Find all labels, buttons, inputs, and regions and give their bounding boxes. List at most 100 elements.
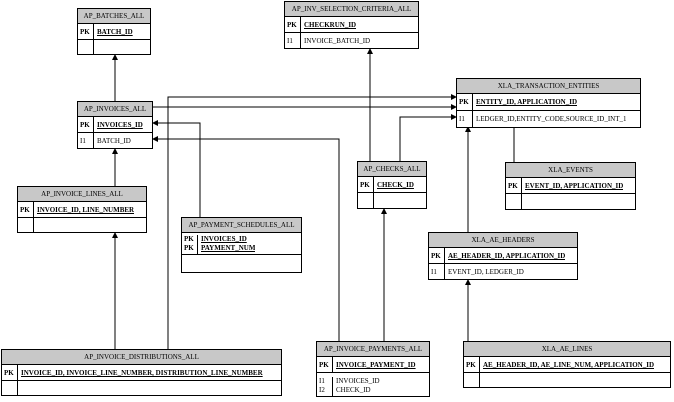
pk-field: CHECK_ID (377, 181, 414, 189)
attr-empty (94, 40, 97, 55)
fk-row: I1 EVENT_ID, LEDGER_ID (429, 264, 577, 280)
fk-tag: I1 I2 (317, 377, 333, 397)
pk-tag: PK (358, 177, 374, 192)
pk-field-2: PAYMENT_NUM (201, 244, 256, 252)
fk-field: EVENT_ID, LEDGER_ID (448, 268, 524, 276)
attr-tag-empty (2, 381, 18, 396)
attr-row-empty (506, 194, 635, 210)
entity-title: XLA_TRANSACTION_ENTITIES (457, 79, 640, 94)
pk-field: AE_HEADER_ID, AE_LINE_NUM, APPLICATION_I… (483, 361, 655, 369)
rel-distributions-to-xte (167, 94, 457, 349)
pk-row: PK ENTITY_ID, APPLICATION_ID (457, 94, 640, 111)
fk-tag-2: I2 (319, 386, 325, 394)
pk-field-1: INVOICES_ID (201, 235, 247, 243)
entity-xla-events[interactable]: XLA_EVENTS PK EVENT_ID, APPLICATION_ID (505, 162, 636, 210)
pk-tag: PK (464, 357, 480, 372)
entity-title: AP_INV_SELECTION_CRITERIA_ALL (285, 2, 418, 17)
pk-field: INVOICE_ID, LINE_NUMBER (37, 206, 135, 214)
entity-title: XLA_EVENTS (506, 163, 635, 178)
rel-checks-to-xte (399, 114, 457, 161)
entity-ap-inv-selection-criteria-all[interactable]: AP_INV_SELECTION_CRITERIA_ALL PK CHECKRU… (284, 1, 419, 49)
fk-field: BATCH_ID (97, 137, 131, 145)
fk-row: I1 INVOICE_BATCH_ID (285, 33, 418, 49)
pk-field: INVOICE_ID, INVOICE_LINE_NUMBER, DISTRIB… (21, 369, 263, 377)
pk-tag: PK (285, 17, 301, 32)
attr-row-empty (464, 373, 670, 388)
pk-row: PK INVOICES_ID (78, 117, 152, 133)
attr-tag-empty (464, 373, 480, 388)
fk-field: INVOICE_BATCH_ID (304, 37, 371, 45)
pk-field: EVENT_ID, APPLICATION_ID (525, 182, 624, 190)
attr-tag-empty (18, 218, 34, 233)
entity-title: AP_PAYMENT_SCHEDULES_ALL (182, 218, 301, 233)
entity-title: AP_CHECKS_ALL (358, 162, 426, 177)
entity-xla-ae-headers[interactable]: XLA_AE_HEADERS PK AE_HEADER_ID, APPLICAT… (428, 232, 578, 280)
entity-title: AP_INVOICE_DISTRIBUTIONS_ALL (2, 350, 281, 365)
rel-schedules-to-invoices (152, 120, 201, 217)
pk-tag-2: PK (184, 244, 194, 252)
entity-ap-invoice-lines-all[interactable]: AP_INVOICE_LINES_ALL PK INVOICE_ID, LINE… (17, 186, 147, 233)
entity-ap-invoice-payments-all[interactable]: AP_INVOICE_PAYMENTS_ALL PK INVOICE_PAYME… (316, 341, 430, 397)
entity-ap-checks-all[interactable]: AP_CHECKS_ALL PK CHECK_ID (357, 161, 427, 209)
entity-ap-invoice-distributions-all[interactable]: AP_INVOICE_DISTRIBUTIONS_ALL PK INVOICE_… (1, 349, 282, 396)
pk-field: ENTITY_ID, APPLICATION_ID (476, 98, 577, 106)
attr-tag-empty (182, 255, 198, 272)
entity-ap-payment-schedules-all[interactable]: AP_PAYMENT_SCHEDULES_ALL PK PK INVOICES_… (181, 217, 302, 273)
fk-field-1: INVOICES_ID (336, 377, 380, 385)
pk-row: PK PK INVOICES_ID PAYMENT_NUM (182, 233, 301, 255)
fk-row: I1 LEDGER_ID,ENTITY_CODE,SOURCE_ID_INT_1 (457, 111, 640, 128)
entity-title: XLA_AE_LINES (464, 342, 670, 357)
entity-title: AP_BATCHES_ALL (78, 9, 150, 24)
attr-row-empty (2, 381, 281, 396)
entity-ap-batches-all[interactable]: AP_BATCHES_ALL PK BATCH_ID (77, 8, 151, 55)
fk-row: I1 BATCH_ID (78, 133, 152, 149)
pk-row: PK AE_HEADER_ID, AE_LINE_NUM, APPLICATIO… (464, 357, 670, 373)
fk-row: I1 I2 INVOICES_ID CHECK_ID (317, 373, 429, 397)
pk-field: INVOICE_PAYMENT_ID (336, 361, 416, 369)
attr-tag-empty (506, 194, 522, 210)
fk-tag: I1 (285, 33, 301, 49)
pk-row: PK EVENT_ID, APPLICATION_ID (506, 178, 635, 194)
pk-tag: PK (78, 117, 94, 132)
pk-tag: PK (506, 178, 522, 193)
pk-field: INVOICES_ID (97, 121, 143, 129)
pk-row: PK BATCH_ID (78, 24, 150, 40)
attr-row-empty (18, 218, 146, 233)
pk-row: PK CHECK_ID (358, 177, 426, 193)
fk-tag: I1 (429, 264, 445, 280)
pk-tag: PK (2, 365, 18, 380)
entity-title: AP_INVOICES_ALL (78, 102, 152, 117)
attr-row-empty (358, 193, 426, 209)
pk-field: CHECKRUN_ID (304, 21, 357, 29)
rel-payments-to-invoices (152, 136, 340, 341)
attr-empty (374, 193, 377, 209)
pk-row: PK CHECKRUN_ID (285, 17, 418, 33)
pk-row: PK INVOICE_ID, LINE_NUMBER (18, 202, 146, 218)
entity-xla-transaction-entities[interactable]: XLA_TRANSACTION_ENTITIES PK ENTITY_ID, A… (456, 78, 641, 128)
attr-tag-empty (358, 193, 374, 209)
attr-empty (18, 381, 21, 396)
attr-empty (522, 194, 525, 210)
pk-tag: PK (78, 24, 94, 39)
entity-title: AP_INVOICE_LINES_ALL (18, 187, 146, 202)
pk-tag: PK (429, 248, 445, 263)
pk-tag-1: PK (184, 235, 194, 243)
pk-field: BATCH_ID (97, 28, 133, 36)
entity-xla-ae-lines[interactable]: XLA_AE_LINES PK AE_HEADER_ID, AE_LINE_NU… (463, 341, 671, 388)
pk-tag: PK (18, 202, 34, 217)
fk-tag-1: I1 (319, 377, 325, 385)
attr-empty (198, 255, 201, 272)
pk-field: AE_HEADER_ID, APPLICATION_ID (448, 252, 566, 260)
pk-tag: PK PK (182, 235, 198, 254)
attr-tag-empty (78, 40, 94, 55)
fk-tag: I1 (78, 133, 94, 149)
entity-title: XLA_AE_HEADERS (429, 233, 577, 248)
entity-title: AP_INVOICE_PAYMENTS_ALL (317, 342, 429, 357)
entity-ap-invoices-all[interactable]: AP_INVOICES_ALL PK INVOICES_ID I1 BATCH_… (77, 101, 153, 149)
pk-row: PK AE_HEADER_ID, APPLICATION_ID (429, 248, 577, 264)
fk-field-2: CHECK_ID (336, 386, 371, 394)
attr-empty (480, 373, 483, 388)
fk-field: LEDGER_ID,ENTITY_CODE,SOURCE_ID_INT_1 (476, 115, 627, 123)
pk-row: PK INVOICE_ID, INVOICE_LINE_NUMBER, DIST… (2, 365, 281, 381)
